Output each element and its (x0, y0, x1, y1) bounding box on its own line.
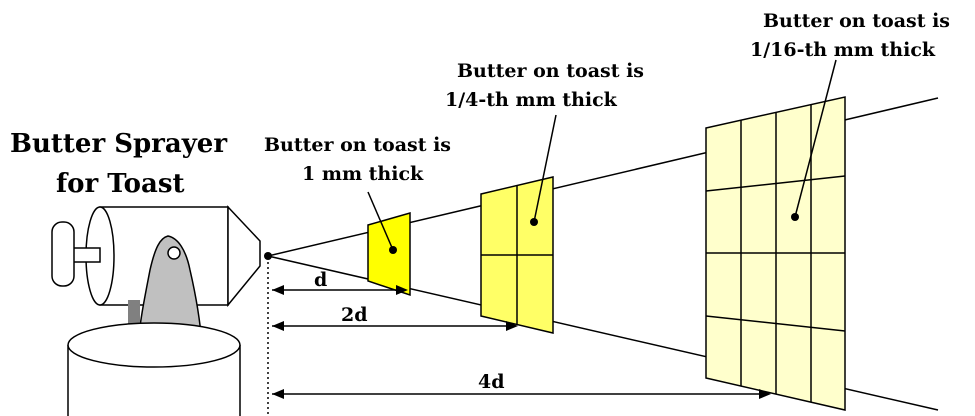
label-far-line-1: Butter on toast is (763, 10, 950, 32)
distance-label-4d: 4d (478, 371, 505, 393)
sprayer-body (51, 205, 261, 308)
distance-arrow-d (272, 285, 408, 295)
label-near-line-2: 1 mm thick (302, 163, 424, 185)
sprayer-base (67, 322, 241, 416)
toast-near (367, 212, 411, 297)
distance-label-d: d (314, 269, 327, 291)
distance-arrow-2d (272, 321, 518, 331)
distance-arrow-4d (272, 389, 771, 399)
pointer-middle (533, 114, 557, 223)
distance-label-2d: 2d (341, 304, 368, 326)
toast-far (705, 96, 846, 411)
label-far-line-2: 1/16-th mm thick (750, 39, 936, 61)
title-line-1: Butter Sprayer (10, 129, 227, 159)
pointer-far (794, 59, 837, 218)
label-near-line-1: Butter on toast is (264, 134, 451, 156)
title-line-2: for Toast (56, 169, 184, 199)
toast-middle (480, 176, 554, 334)
pointer-near (367, 191, 394, 251)
label-middle-line-2: 1/4-th mm thick (445, 89, 618, 111)
label-middle-line-1: Butter on toast is (457, 60, 644, 82)
